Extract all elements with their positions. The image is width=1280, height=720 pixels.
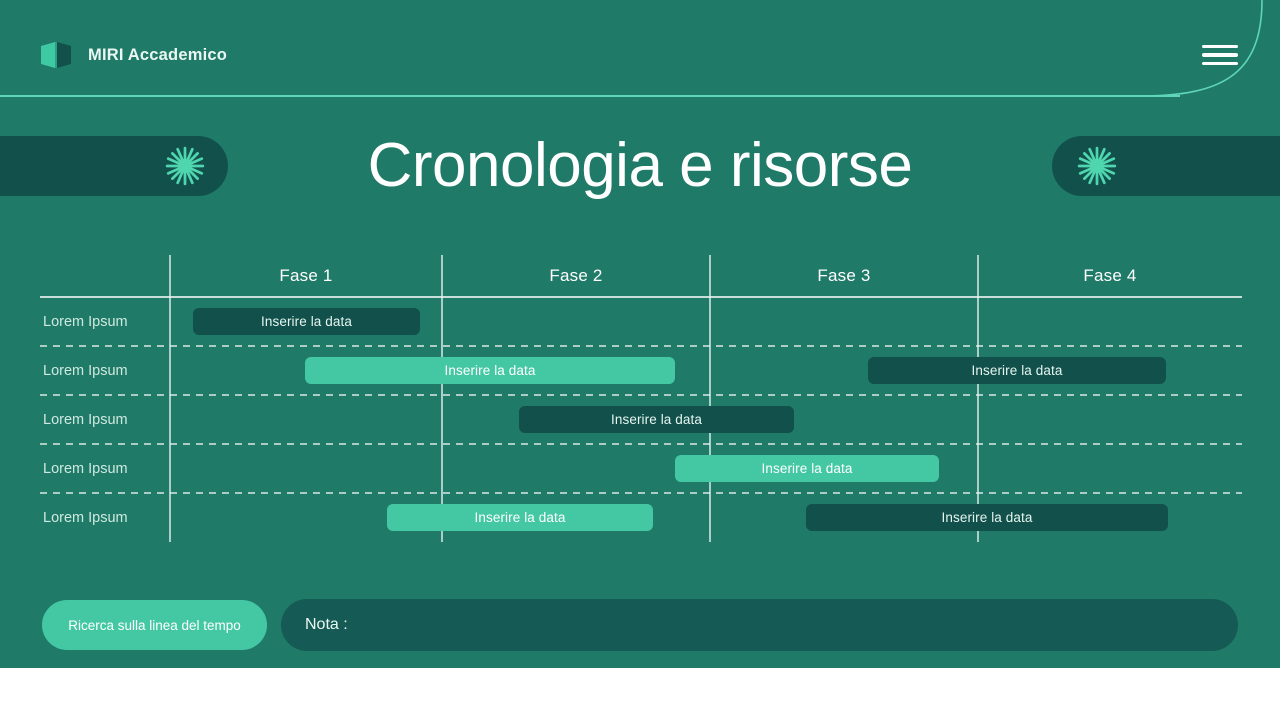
timeline-search-button[interactable]: Ricerca sulla linea del tempo: [42, 600, 267, 650]
left-decoration-pill: [0, 136, 228, 196]
timeline-grid: [40, 255, 1242, 542]
timeline-bar[interactable]: Inserire la data: [519, 406, 794, 433]
menu-bar-2: [1202, 53, 1238, 57]
sparkle-star-icon: [165, 146, 205, 186]
timeline-bar[interactable]: Inserire la data: [806, 504, 1168, 531]
header-corner-curve: [1140, 0, 1263, 97]
open-book-icon: [41, 42, 71, 68]
row-label-5: Lorem Ipsum: [43, 509, 128, 526]
menu-bar-3: [1202, 61, 1238, 65]
phase-header-2: Fase 2: [549, 266, 603, 285]
page-title: Cronologia e risorse: [367, 131, 913, 200]
brand-name: MIRI Accademico: [88, 45, 228, 64]
page-header: MIRI Accademico: [0, 0, 1280, 97]
header-divider-rule: [0, 95, 1180, 97]
note-label: Nota :: [305, 616, 348, 633]
hamburger-menu-icon[interactable]: [1202, 42, 1238, 68]
phase-header-3: Fase 3: [817, 266, 871, 285]
timeline-bar[interactable]: Inserire la data: [193, 308, 420, 335]
timeline-bar[interactable]: Inserire la data: [305, 357, 675, 384]
right-decoration-pill: [1052, 136, 1280, 196]
brand[interactable]: MIRI Accademico: [40, 38, 227, 72]
sparkle-star-icon: [1077, 146, 1117, 186]
note-input-field[interactable]: Nota :: [281, 599, 1238, 651]
timeline-bar[interactable]: Inserire la data: [868, 357, 1166, 384]
menu-bar-1: [1202, 45, 1238, 49]
title-decoration-band: [0, 136, 1280, 196]
row-label-3: Lorem Ipsum: [43, 411, 128, 428]
row-label-4: Lorem Ipsum: [43, 460, 128, 477]
phase-header-1: Fase 1: [279, 266, 333, 285]
timeline-bar[interactable]: Inserire la data: [675, 455, 939, 482]
row-label-2: Lorem Ipsum: [43, 362, 128, 379]
timeline-bar[interactable]: Inserire la data: [387, 504, 653, 531]
phase-header-4: Fase 4: [1083, 266, 1137, 285]
timeline-search-label: Ricerca sulla linea del tempo: [68, 617, 241, 633]
row-label-1: Lorem Ipsum: [43, 313, 128, 330]
slide-canvas: MIRI Accademico: [0, 0, 1280, 668]
